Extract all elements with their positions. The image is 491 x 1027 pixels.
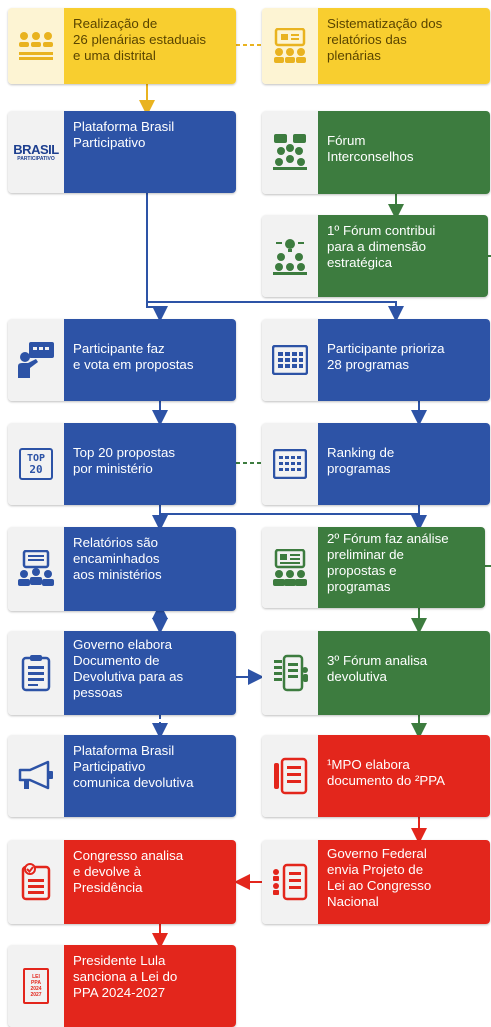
node-forum2: 2º Fórum faz análise preliminar de propo…: [262, 527, 485, 608]
document-pen-icon: [262, 735, 318, 817]
node-text: Plataforma Brasil Participativo: [64, 111, 236, 193]
node-mpo: ¹MPO elabora documento do ²PPA: [262, 735, 490, 817]
node-text: Realização de 26 plenárias estaduais e u…: [64, 8, 236, 84]
node-congresso: Congresso analisa e devolve à Presidênci…: [8, 840, 236, 924]
forum-meeting-icon: [262, 111, 318, 194]
document-review-icon: [262, 631, 318, 715]
node-text: 2º Fórum faz análise preliminar de propo…: [318, 527, 485, 608]
node-governo-elabora: Governo elabora Documento de Devolutiva …: [8, 631, 236, 715]
brasil-participativo-logo: BRASIL PARTICIPATIVO: [8, 111, 64, 193]
node-text: 3º Fórum analisa devolutiva: [318, 631, 490, 715]
node-text: Plataforma Brasil Participativo comunica…: [64, 735, 236, 817]
idea-group-icon: [262, 215, 318, 297]
node-text: Participante prioriza 28 programas: [318, 319, 490, 401]
person-presenting-icon: [8, 319, 64, 401]
clipboard-icon: [8, 631, 64, 715]
ranking-icon: [262, 423, 318, 505]
node-text: Relatórios são encaminhados aos ministér…: [64, 527, 236, 611]
badge-number: 20: [29, 462, 43, 476]
node-forum3: 3º Fórum analisa devolutiva: [262, 631, 490, 715]
node-forum1: 1º Fórum contribui para a dimensão estra…: [262, 215, 488, 297]
megaphone-icon: [8, 735, 64, 817]
node-text: ¹MPO elabora documento do ²PPA: [318, 735, 490, 817]
doc-line: 2027: [30, 992, 42, 998]
node-top20: TOP 20 Top 20 propostas por ministério: [8, 423, 236, 505]
node-forum-interconselhos: Fórum Interconselhos: [262, 111, 490, 194]
node-participante-prioriza: Participante prioriza 28 programas: [262, 319, 490, 401]
node-text: Top 20 propostas por ministério: [64, 423, 236, 505]
node-text: 1º Fórum contribui para a dimensão estra…: [318, 215, 488, 297]
node-sistematizacao: Sistematização dos relatórios das plenár…: [262, 8, 490, 84]
doc-line: LEI: [32, 974, 40, 980]
node-realizacao: Realização de 26 plenárias estaduais e u…: [8, 8, 236, 84]
node-text: Governo elabora Documento de Devolutiva …: [64, 631, 236, 715]
node-text: Presidente Lula sanciona a Lei do PPA 20…: [64, 945, 236, 1027]
node-text: Fórum Interconselhos: [318, 111, 490, 194]
link-ranking-relatorios: [160, 505, 420, 515]
badge-top: TOP: [26, 452, 46, 464]
report-presentation-icon: [262, 8, 318, 84]
document-people-icon: [262, 840, 318, 924]
node-plataforma: BRASIL PARTICIPATIVO Plataforma Brasil P…: [8, 111, 236, 193]
group-icon: [8, 8, 64, 84]
node-relatorios: Relatórios são encaminhados aos ministér…: [8, 527, 236, 611]
logo-subtext: PARTICIPATIVO: [17, 155, 55, 162]
board-group-icon: [262, 527, 318, 608]
node-ranking: Ranking de programas: [262, 423, 490, 505]
node-text: Ranking de programas: [318, 423, 490, 505]
node-participante-faz: Participante faz e vota em propostas: [8, 319, 236, 401]
link-plataforma-prioriza: [147, 301, 404, 322]
node-text: Participante faz e vota em propostas: [64, 319, 236, 401]
law-document-icon: LEI PPA 2024 2027: [8, 945, 64, 1027]
grid-calendar-icon: [262, 319, 318, 401]
top20-icon: TOP 20: [8, 423, 64, 505]
node-text: Sistematização dos relatórios das plenár…: [318, 8, 490, 84]
doc-line: PPA: [31, 980, 41, 986]
report-people-icon: [8, 527, 64, 611]
node-governo-federal: Governo Federal envia Projeto de Lei ao …: [262, 840, 490, 924]
doc-line: 2024: [30, 986, 42, 992]
link-plataforma-split: [146, 193, 160, 308]
node-plataforma-comunica: Plataforma Brasil Participativo comunica…: [8, 735, 236, 817]
node-presidente: LEI PPA 2024 2027 Presidente Lula sancio…: [8, 945, 236, 1027]
node-text: Congresso analisa e devolve à Presidênci…: [64, 840, 236, 924]
node-text: Governo Federal envia Projeto de Lei ao …: [318, 840, 490, 924]
logo-text: BRASIL: [13, 141, 59, 157]
clipboard-check-icon: [8, 840, 64, 924]
